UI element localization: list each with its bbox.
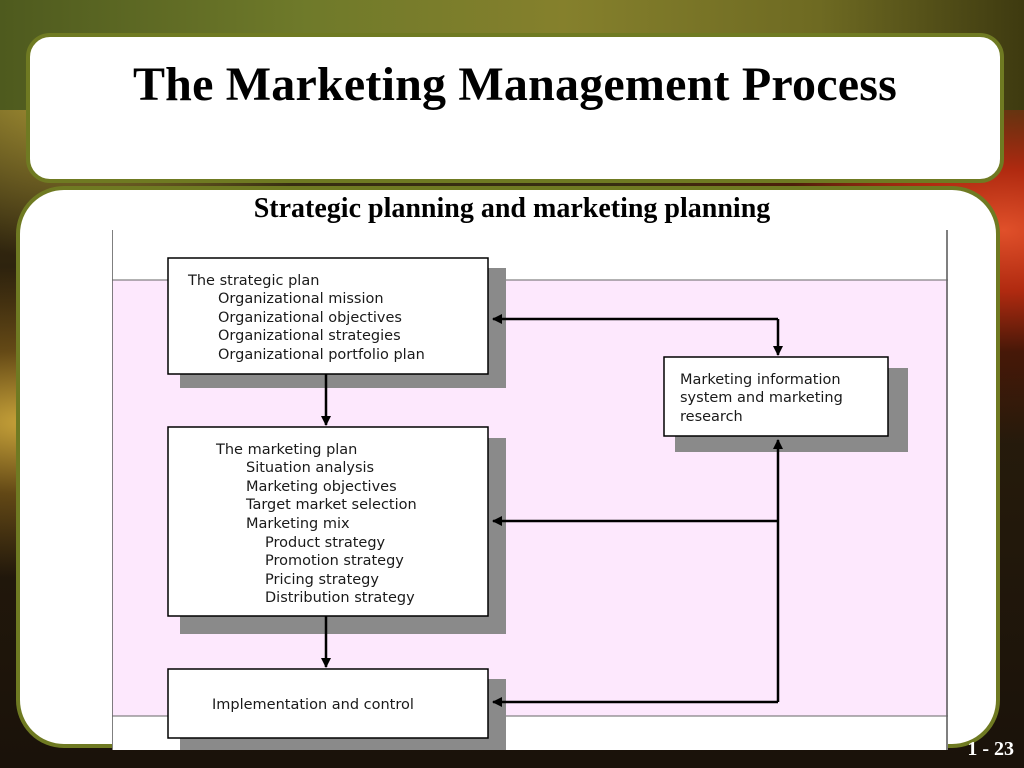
mis-box: Marketing information system and marketi…: [663, 356, 889, 437]
connectors: [321, 314, 783, 707]
title-panel: The Marketing Management Process: [26, 33, 1004, 183]
strategic-plan-item: Organizational portfolio plan: [218, 347, 425, 363]
strategic-plan-item: Organizational objectives: [218, 310, 402, 326]
process-diagram: The strategic plan Organizational missio…: [112, 230, 948, 750]
slide-number: 1 - 23: [967, 738, 1014, 760]
marketing-mix-item: Promotion strategy: [265, 553, 404, 569]
marketing-plan-item: Target market selection: [245, 497, 417, 513]
diagram-canvas: The strategic plan Organizational missio…: [112, 230, 948, 750]
implementation-box: Implementation and control: [167, 668, 489, 739]
implementation-label: Implementation and control: [212, 697, 414, 713]
marketing-plan-heading: The marketing plan: [215, 442, 357, 458]
marketing-plan-item: Marketing objectives: [246, 479, 397, 495]
marketing-mix-item: Pricing strategy: [265, 572, 379, 588]
marketing-mix-item: Product strategy: [265, 535, 386, 551]
strategic-plan-item: Organizational mission: [218, 291, 384, 307]
marketing-mix-item: Distribution strategy: [265, 590, 415, 606]
mis-line: system and marketing: [680, 390, 843, 406]
slide-title: The Marketing Management Process: [132, 58, 898, 111]
mis-line: research: [680, 409, 743, 425]
strategic-plan-heading: The strategic plan: [187, 273, 319, 289]
strategic-plan-item: Organizational strategies: [218, 328, 401, 344]
slide-subtitle: Strategic planning and marketing plannin…: [253, 193, 771, 224]
mis-line: Marketing information: [680, 372, 841, 388]
strategic-plan-box: The strategic plan Organizational missio…: [167, 257, 489, 375]
marketing-plan-box: The marketing plan Situation analysis Ma…: [167, 426, 489, 617]
marketing-plan-item: Situation analysis: [246, 460, 374, 476]
marketing-plan-item: Marketing mix: [246, 516, 350, 532]
